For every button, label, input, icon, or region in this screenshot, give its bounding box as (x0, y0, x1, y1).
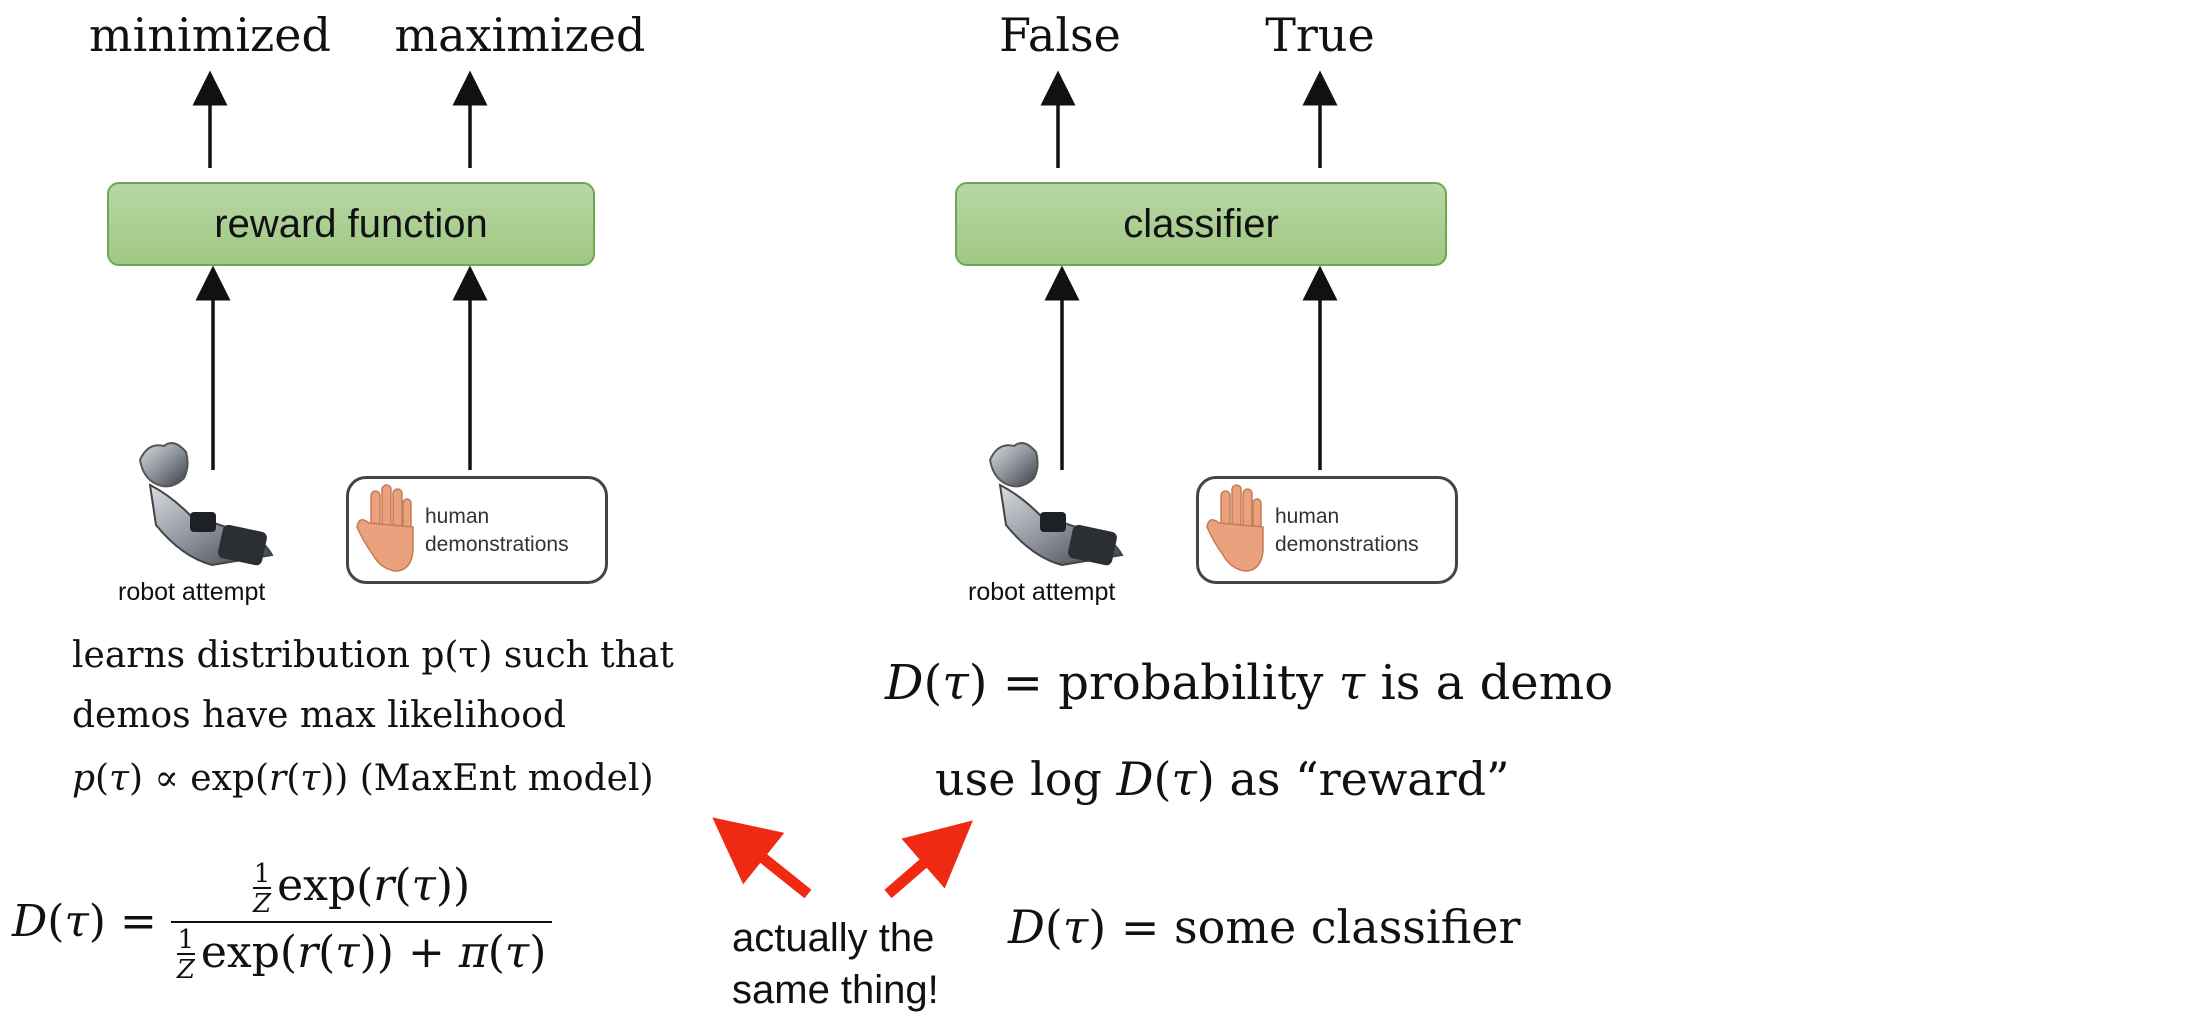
red-arrow-left (712, 817, 812, 899)
red-arrow-right (884, 820, 973, 899)
d-probability-formula: D(τ) = probability τ is a demo (885, 655, 1614, 711)
output-label-false: False (999, 8, 1121, 62)
right-arrows (1040, 70, 1338, 470)
some-classifier-formula: D(τ) = some classifier (1008, 900, 1521, 954)
note-line2: same thing! (732, 968, 939, 1012)
hand-icon (356, 484, 414, 572)
maxent-formula: p(τ) ∝ exp(r(τ)) (MaxEnt model) (72, 758, 654, 799)
maxent-label: (MaxEnt model) (359, 758, 654, 799)
left-description-line1: learns distribution p(τ) such that (72, 635, 674, 676)
actually-the-same-thing-note: actually the same thing! (732, 912, 939, 1016)
log-reward-formula: use log D(τ) as “reward” (935, 752, 1510, 806)
note-line1: actually the (732, 916, 935, 960)
left-description-line2: demos have max likelihood (72, 695, 566, 736)
robot-arm-icon (138, 442, 274, 567)
robot-attempt-caption-left: robot attempt (118, 578, 266, 606)
some-classifier-text: some classifier (1174, 900, 1521, 954)
human-demonstrations-box-right: human demonstrations (1196, 476, 1458, 584)
output-label-true: True (1265, 8, 1375, 62)
left-arrows (192, 70, 488, 470)
human-demonstrations-label-left: human demonstrations (425, 505, 569, 557)
robot-attempt-caption-right: robot attempt (968, 578, 1116, 606)
human-demonstrations-box-left: human demonstrations (346, 476, 608, 584)
human-demonstrations-label-right: human demonstrations (1275, 505, 1419, 557)
probability-text: probability (1058, 655, 1324, 711)
is-a-demo-text: is a demo (1380, 655, 1614, 711)
as-reward-text: as “reward” (1229, 752, 1510, 806)
red-arrows (712, 817, 973, 899)
output-label-minimized: minimized (89, 8, 331, 62)
hand-icon (1206, 484, 1264, 572)
reward-function-box: reward function (107, 182, 595, 266)
classifier-box: classifier (955, 182, 1447, 266)
robot-arm-icon (988, 442, 1124, 567)
output-label-maximized: maximized (394, 8, 646, 62)
